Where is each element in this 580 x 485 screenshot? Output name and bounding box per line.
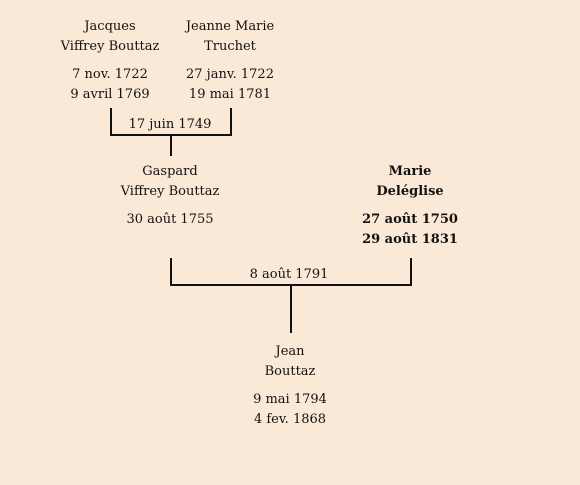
connector-left-drop: [110, 108, 112, 136]
marriage-date: 17 juin 1749: [128, 117, 212, 132]
birth-date: 30 août 1755: [126, 212, 214, 227]
person-surname: Viffrey Bouttaz: [60, 39, 160, 54]
person-surname: Deléglise: [376, 184, 444, 199]
connector-marriage-bar: [170, 284, 412, 286]
person-marie: Marie Deléglise 27 août 1750 29 août 183…: [345, 162, 475, 250]
connector-right-drop: [230, 108, 232, 136]
person-name: Jeanne Marie: [185, 19, 275, 34]
person-jean: Jean Bouttaz 9 mai 1794 4 fev. 1868: [225, 342, 355, 430]
person-name: Jean: [275, 344, 305, 359]
person-jeanne-marie: Jeanne Marie Truchet 27 janv. 1722 19 ma…: [170, 17, 290, 105]
death-date: 4 fev. 1868: [253, 412, 327, 427]
connector-marriage-bar: [110, 134, 232, 136]
birth-date: 9 mai 1794: [253, 392, 327, 407]
death-date: 19 mai 1781: [188, 87, 272, 102]
connector-left-drop: [170, 258, 172, 286]
birth-date: 27 août 1750: [362, 212, 458, 227]
death-date: 29 août 1831: [362, 232, 458, 247]
connector-child-stem: [170, 136, 172, 156]
person-surname: Truchet: [204, 39, 256, 54]
person-jacques: Jacques Viffrey Bouttaz 7 nov. 1722 9 av…: [50, 17, 170, 105]
person-gaspard: Gaspard Viffrey Bouttaz 30 août 1755: [100, 162, 240, 230]
person-surname: Viffrey Bouttaz: [120, 184, 220, 199]
birth-date: 27 janv. 1722: [186, 67, 274, 82]
connector-right-drop: [410, 258, 412, 286]
person-name: Marie: [388, 164, 432, 179]
marriage-date: 8 août 1791: [249, 267, 329, 282]
birth-date: 7 nov. 1722: [72, 67, 148, 82]
person-surname: Bouttaz: [264, 364, 316, 379]
death-date: 9 avril 1769: [70, 87, 150, 102]
person-name: Jacques: [84, 19, 136, 34]
connector-child-stem: [290, 286, 292, 333]
person-name: Gaspard: [142, 164, 198, 179]
